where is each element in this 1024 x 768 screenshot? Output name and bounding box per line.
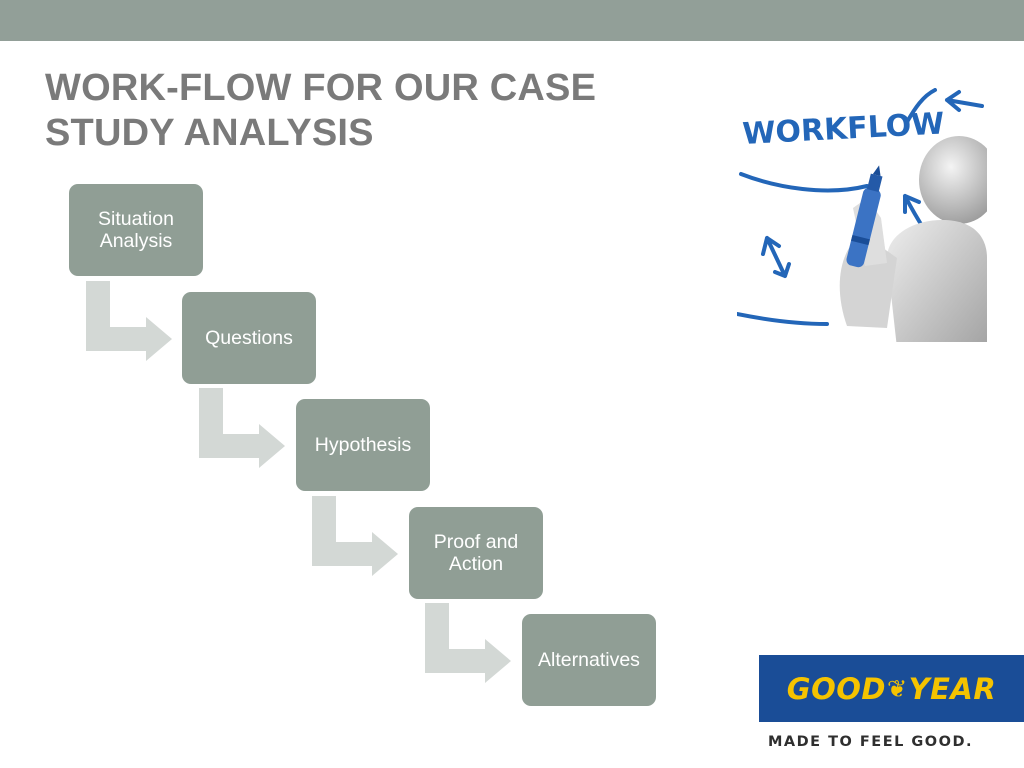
step-questions: Questions	[182, 292, 316, 384]
slide-title: WORK-FLOW FOR OUR CASE STUDY ANALYSIS	[45, 66, 685, 156]
step-hypothesis: Hypothesis	[296, 399, 430, 491]
connector-arrow-3	[312, 496, 398, 576]
step-situation-analysis: Situation Analysis	[69, 184, 203, 276]
step-alternatives: Alternatives	[522, 614, 656, 706]
workflow-illustration: WORKFLOW	[737, 88, 987, 342]
slide-title-line-1: WORK-FLOW FOR OUR CASE	[45, 67, 597, 109]
step-proof-and-action: Proof and Action	[409, 507, 543, 599]
slide-title-line-2: STUDY ANALYSIS	[45, 112, 374, 154]
connector-arrow-1	[86, 281, 172, 361]
header-bar	[0, 0, 1024, 41]
logo-tagline: MADE TO FEEL GOOD.	[768, 734, 974, 750]
logo-brand-left: GOOD	[786, 671, 886, 706]
logo-brand-right: YEAR	[908, 671, 997, 706]
winged-foot-icon: ❦	[886, 674, 908, 703]
goodyear-logo: GOOD ❦ YEAR	[759, 655, 1024, 722]
connector-arrow-4	[425, 603, 511, 683]
connector-arrow-2	[199, 388, 285, 468]
